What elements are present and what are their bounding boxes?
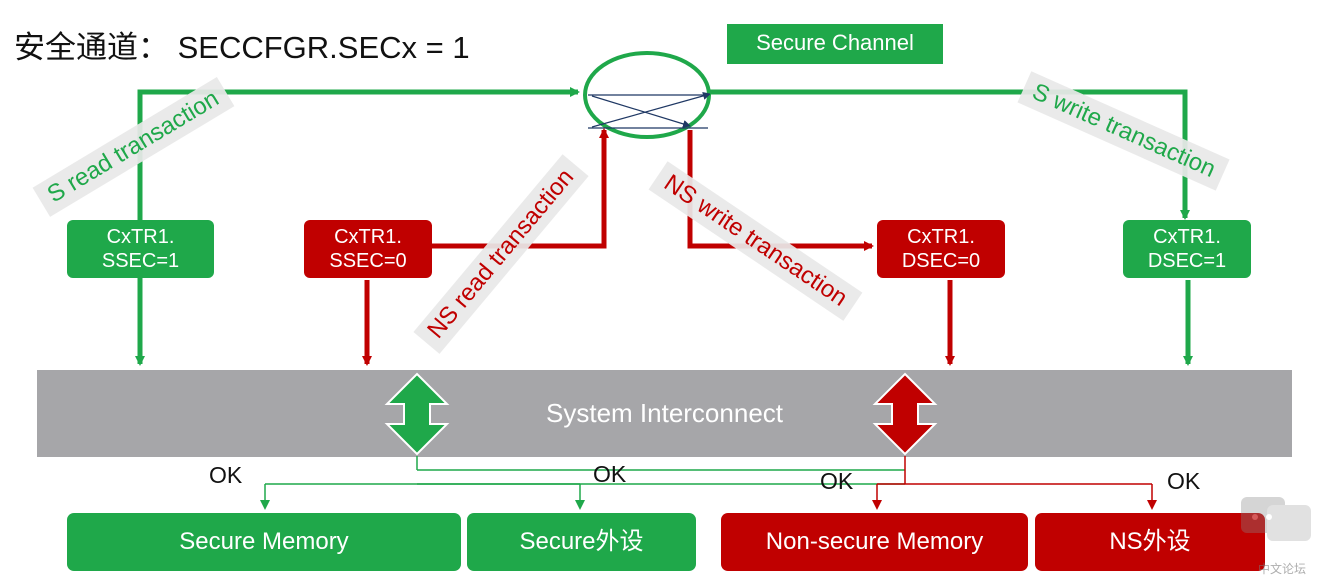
secure-peripheral-box: Secure外设 [467, 513, 696, 571]
secure-bus-arrow [384, 372, 450, 456]
register-line: SSEC=1 [101, 250, 180, 272]
register-s-write: CxTR1. DSEC=1 [1123, 220, 1251, 278]
ns-write-path [687, 130, 874, 251]
ok-label: OK [209, 462, 243, 488]
register-line: DSEC=1 [1147, 250, 1227, 272]
register-line: CxTR1. [334, 226, 402, 248]
channel-cross-line [591, 92, 711, 128]
ns-peripheral-box: NS外设 [1035, 513, 1265, 571]
register-line: DSEC=0 [901, 250, 981, 272]
channel-cross-line [591, 95, 691, 128]
forum-logo-icon [1241, 497, 1311, 541]
nonsecure-memory-box: Non-secure Memory [721, 513, 1028, 571]
secure-channel-tag: Secure Channel [727, 24, 943, 64]
ok-label: OK [1167, 468, 1201, 494]
ok-label: OK [593, 461, 627, 487]
register-ns-write: CxTR1. DSEC=0 [877, 220, 1005, 278]
nonsecure-bus-arrow [872, 372, 938, 456]
secure-memory-box: Secure Memory [67, 513, 461, 571]
register-line: CxTR1. [907, 226, 975, 248]
register-line: SSEC=0 [329, 250, 407, 272]
register-s-read: CxTR1. SSEC=1 [67, 220, 214, 278]
register-line: CxTR1. [106, 226, 175, 248]
page-title: 安全通道： SECCFGR.SECx = 1 [14, 30, 470, 65]
register-line: CxTR1. [1153, 226, 1221, 248]
system-interconnect-label: System Interconnect [546, 398, 783, 428]
ok-label: OK [820, 468, 854, 494]
s-read-path [137, 87, 580, 220]
watermark-text: 中文论坛 [1258, 562, 1307, 576]
register-ns-read: CxTR1. SSEC=0 [304, 220, 432, 278]
